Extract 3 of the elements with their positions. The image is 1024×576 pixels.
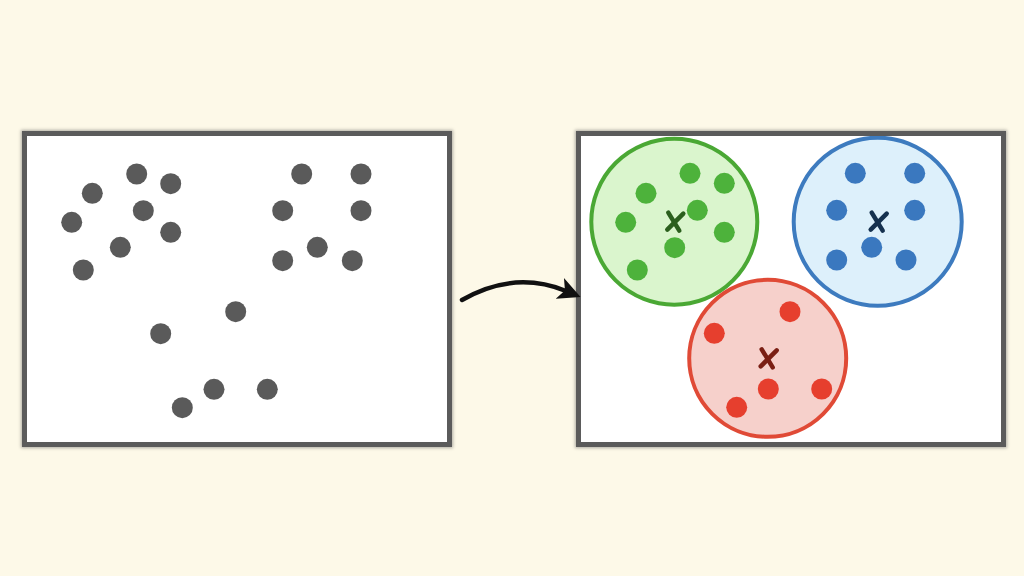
scatter-panel: [22, 131, 452, 447]
scatter-panel: [576, 131, 1006, 447]
curved-arrow: [459, 278, 581, 303]
